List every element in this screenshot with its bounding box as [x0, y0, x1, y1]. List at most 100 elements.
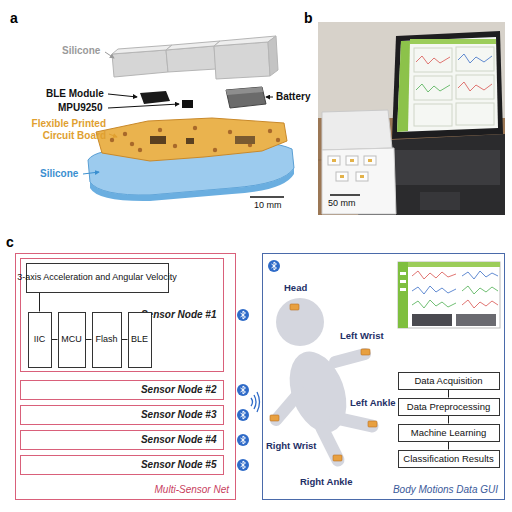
infant-silhouette	[276, 298, 324, 346]
sensor-patch	[368, 421, 377, 427]
photo	[340, 175, 344, 178]
annotation-label: BLE Module	[46, 88, 104, 100]
annotation-label: Left Ankle	[350, 397, 396, 408]
module-box: MCU	[58, 312, 86, 368]
gui-screenshot	[412, 300, 456, 308]
flexible-pcb	[268, 129, 272, 133]
bluetooth-icon	[237, 459, 249, 471]
flexible-pcb	[213, 148, 217, 152]
node-text: Sensor Node #2	[141, 384, 217, 396]
electronic-components	[226, 87, 263, 95]
photo	[410, 39, 496, 44]
gui-screenshot	[462, 286, 498, 294]
annotation-label: Battery	[276, 91, 310, 103]
bluetooth-icon	[241, 461, 246, 469]
node-text: Sensor Node #4	[141, 434, 217, 446]
photo	[330, 194, 360, 196]
photo	[318, 22, 505, 215]
node-text: MCU	[61, 334, 82, 345]
infant-silhouette	[276, 298, 372, 460]
bluetooth-icon	[237, 384, 249, 396]
silicone-top-layer	[112, 45, 172, 54]
photo	[322, 148, 396, 214]
flexible-pcb	[96, 118, 287, 161]
photo	[350, 159, 354, 162]
process-box: Classification Results	[398, 450, 500, 468]
photo	[416, 84, 450, 92]
node-text: Sensor Node #3	[141, 409, 217, 421]
flexible-pcb	[228, 130, 232, 134]
sensor-patch	[270, 304, 377, 461]
gui-screenshot	[408, 262, 500, 267]
annotation-label: c	[6, 234, 14, 251]
photo	[364, 156, 376, 165]
node-text: Machine Learning	[411, 427, 487, 438]
silicone-top-layer	[112, 36, 278, 79]
annotation-label: 10 mm	[254, 200, 282, 211]
annotation-label: Left Wrist	[340, 330, 384, 341]
wireless-waves	[254, 395, 256, 409]
sensor-patch	[270, 415, 279, 421]
silicone-top-layer	[214, 36, 276, 46]
photo	[368, 159, 372, 162]
group-frame: Multi-Sensor Net Sensor Node #13-axis Acc…	[15, 253, 236, 500]
node-text: IIC	[34, 334, 46, 345]
bluetooth-icon	[237, 260, 280, 471]
annotation-label: Flexible Printed Circuit Board	[22, 118, 106, 142]
leader-line	[105, 52, 114, 58]
flexible-pcb	[150, 136, 166, 144]
sensor-node-box: Sensor Node #5	[20, 455, 224, 475]
silicone-top-layer	[112, 50, 168, 77]
bluetooth-icon	[237, 434, 249, 446]
photo	[336, 172, 348, 181]
connector	[39, 293, 40, 312]
photo	[414, 104, 452, 126]
flexible-pcb	[235, 136, 255, 144]
gui-screenshot	[412, 271, 456, 279]
node-text: Data Acquisition	[414, 375, 482, 386]
node-text: Classification Results	[403, 453, 493, 464]
photo	[356, 172, 368, 181]
gui-screenshot	[456, 314, 496, 326]
gui-screenshot	[398, 262, 408, 328]
photo	[346, 156, 358, 165]
module-box: 3-axis Acceleration and Angular Velocity	[26, 263, 169, 293]
infant-silhouette	[336, 418, 372, 426]
flexible-pcb	[276, 138, 280, 142]
bluetooth-icon	[268, 260, 280, 272]
bluetooth-icon	[241, 386, 246, 394]
node-text: Body Motions Data GUI	[393, 484, 498, 496]
leader-line	[108, 94, 137, 97]
photo	[395, 150, 500, 185]
sensor-node-box: Sensor Node #3	[20, 405, 224, 425]
sensor-node-box: Sensor Node #4	[20, 430, 224, 450]
gui-screenshot	[412, 286, 456, 294]
leader-line	[83, 52, 273, 174]
photo	[458, 54, 492, 63]
node-text: Multi-Sensor Net	[155, 484, 229, 496]
silicone-top-layer	[166, 41, 220, 50]
sensor-patch	[361, 349, 370, 355]
bluetooth-icon	[268, 260, 280, 272]
flexible-pcb	[130, 142, 134, 146]
gui-screenshot	[400, 272, 406, 275]
annotation-label: Right Ankle	[300, 476, 352, 487]
photo	[332, 159, 336, 162]
photo	[328, 156, 340, 165]
leader-line	[266, 97, 273, 98]
scale-bar	[250, 196, 284, 198]
flexible-pcb	[123, 132, 127, 136]
bluetooth-icon	[237, 409, 249, 421]
photo	[397, 41, 410, 132]
annotation-label: Head	[284, 282, 307, 293]
flexible-pcb	[186, 138, 194, 144]
annotation-label: 50 mm	[328, 198, 356, 209]
flexible-pcb	[138, 148, 142, 152]
wireless-waves	[251, 398, 253, 406]
photo	[414, 48, 452, 72]
process-box: Machine Learning	[398, 424, 500, 442]
silicone-top-layer	[166, 46, 216, 72]
sensor-node-box: Sensor Node #13-axis Acceleration and An…	[20, 258, 224, 372]
annotation-label: a	[10, 10, 18, 27]
